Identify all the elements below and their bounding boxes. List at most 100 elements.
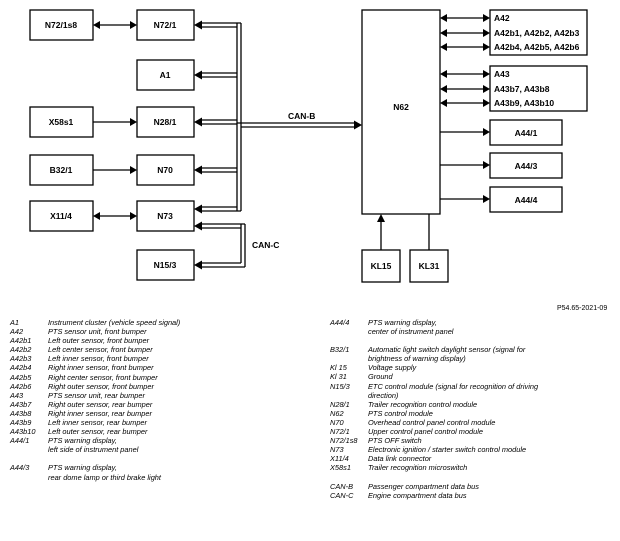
box-n72-1s8-label: N72/1s8 (45, 20, 77, 30)
legend-row: A42b5 Right center sensor, front bumper (10, 373, 310, 382)
legend-description-line: Right inner sensor, front bumper (48, 363, 154, 373)
legend-code: A43b10 (10, 427, 36, 437)
box-a43: A43 A43b7, A43b8 A43b9, A43b10 (489, 65, 588, 112)
legend-row: Kl 31 Ground (330, 372, 615, 381)
legend-code: A44/3 (10, 463, 30, 473)
box-n73: N73 (136, 200, 195, 232)
box-n28-1: N28/1 (136, 106, 195, 138)
box-a43-title: A43 (494, 69, 510, 79)
legend-description: Left center sensor, front bumper (48, 345, 310, 354)
legend-description-line: Right outer sensor, rear bumper (48, 399, 153, 409)
power-connections (377, 214, 430, 250)
legend-code: X11/4 (330, 454, 349, 464)
box-kl31: KL31 (409, 249, 449, 283)
legend-row: A43 PTS sensor unit, rear bumper (10, 391, 310, 400)
box-n15-3: N15/3 (136, 249, 195, 281)
legend-description-line: Overhead control panel control module (368, 417, 496, 427)
legend-description: Overhead control panel control module (368, 418, 615, 427)
legend-description: PTS warning display,rear dome lamp or th… (48, 463, 310, 481)
legend-row: X11/4 Data link connector (330, 454, 615, 463)
box-a42-line2: A42b4, A42b5, A42b6 (494, 42, 580, 52)
legend-description-line: PTS sensor unit, rear bumper (48, 390, 145, 400)
legend-description: Left outer sensor, front bumper (48, 336, 310, 345)
legend-code: A1 (10, 318, 20, 327)
box-a44-1: A44/1 (489, 119, 563, 146)
can-b-label: CAN-B (288, 111, 315, 121)
legend-description-line: Engine compartment data bus (368, 490, 467, 500)
box-a1: A1 (136, 59, 195, 91)
box-n62: N62 (361, 9, 441, 215)
box-n72-1s8: N72/1s8 (29, 9, 94, 41)
legend-description-line: Trailer recognition control module (368, 399, 478, 409)
legend-description: Ground (368, 372, 615, 381)
legend-row: N72/1s8 PTS OFF switch (330, 436, 615, 445)
legend-description-line: Upper control panel control module (368, 427, 484, 437)
legend-description-line: Right center sensor, front bumper (48, 372, 158, 382)
legend-code: X58s1 (330, 463, 351, 473)
box-a43-line1: A43b7, A43b8 (494, 84, 550, 94)
legend-row: N73 Electronic ignition / starter switch … (330, 445, 615, 454)
box-a44-1-label: A44/1 (515, 128, 538, 138)
legend-code: N73 (330, 445, 344, 455)
legend-left: A1 Instrument cluster (vehicle speed sign… (10, 318, 310, 482)
legend-code: N62 (330, 408, 344, 418)
box-x11-4-label: X11/4 (50, 211, 72, 221)
legend-description-line: Voltage supply (368, 363, 417, 373)
box-n73-label: N73 (157, 211, 173, 221)
box-n72-1-label: N72/1 (154, 20, 177, 30)
legend-description: Left inner sensor, rear bumper (48, 418, 310, 427)
legend-description: Instrument cluster (vehicle speed signal… (48, 318, 310, 327)
wiring-diagram: N72/1s8 N72/1 A1 X58s1 N28/1 B32/1 N70 X… (29, 9, 588, 283)
legend-row: B32/1 Automatic light switch daylight sen… (330, 345, 615, 363)
box-n72-1: N72/1 (136, 9, 195, 41)
n62-outputs (440, 14, 490, 203)
legend-code: N72/1s8 (330, 436, 358, 446)
legend-code: B32/1 (330, 345, 350, 355)
legend-description: Voltage supply (368, 363, 615, 372)
legend-code: A43b9 (10, 418, 32, 428)
box-a44-3: A44/3 (489, 152, 563, 179)
legend-description: Data link connector (368, 454, 615, 463)
legend-description-line: PTS warning display, (368, 318, 437, 327)
legend-description-line: direction) (368, 390, 399, 400)
legend-description-line: Passenger compartment data bus (368, 481, 479, 491)
legend-code: A42b5 (10, 372, 32, 382)
legend-code: A42b2 (10, 345, 32, 355)
legend-code: N72/1 (330, 427, 350, 437)
legend-code: A43 (10, 390, 24, 400)
legend-description-line: PTS warning display, (48, 436, 117, 446)
legend-row: N72/1 Upper control panel control module (330, 427, 615, 436)
box-a43-line2: A43b9, A43b10 (494, 98, 554, 108)
box-b32-1-label: B32/1 (50, 165, 73, 175)
can-c-bus: CAN-C (194, 221, 279, 270)
legend-code: A43b8 (10, 408, 32, 418)
legend-code: Kl 31 (330, 372, 347, 382)
legend-description: Electronic ignition / starter switch con… (368, 445, 615, 454)
box-a44-3-label: A44/3 (515, 161, 538, 171)
legend-description-line: PTS OFF switch (368, 436, 422, 446)
legend-description-line: Data link connector (368, 454, 432, 464)
legend-description: Right outer sensor, rear bumper (48, 400, 310, 409)
legend-code: A44/4 (330, 318, 350, 327)
can-c-label: CAN-C (252, 240, 279, 250)
legend-description: PTS control module (368, 409, 615, 418)
legend-description-line: Instrument cluster (vehicle speed signal… (48, 318, 181, 327)
legend-description-line: Left outer sensor, front bumper (48, 336, 150, 346)
legend-code: N15/3 (330, 381, 350, 391)
legend-description-line: PTS warning display, (48, 463, 117, 473)
legend-code: N28/1 (330, 399, 350, 409)
box-a42-title: A42 (494, 13, 510, 23)
legend-description: PTS warning display,center of instrument… (368, 318, 615, 336)
legend-row: A43b10 Left outer sensor, rear bumper (10, 427, 310, 436)
legend-description: Automatic light switch daylight sensor (… (368, 345, 615, 363)
legend-description: Engine compartment data bus (368, 491, 615, 500)
legend-description-line: Left outer sensor, rear bumper (48, 427, 148, 437)
legend-description: Trailer recognition microswitch (368, 463, 615, 472)
box-n70-label: N70 (157, 165, 173, 175)
box-kl15-label: KL15 (371, 261, 392, 271)
